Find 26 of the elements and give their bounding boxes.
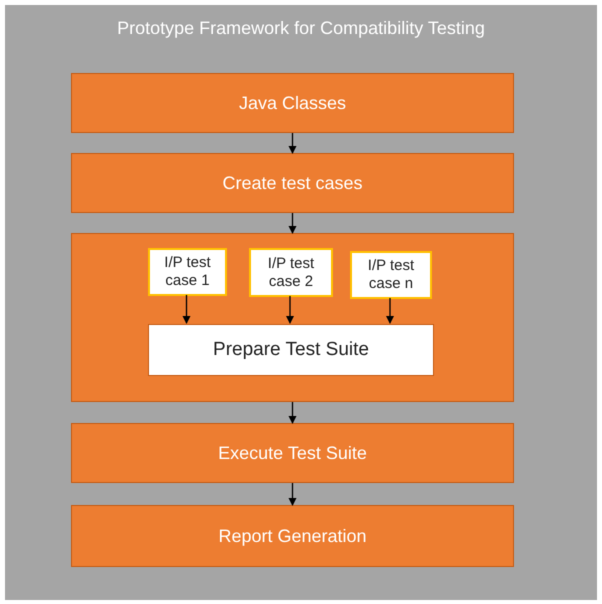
arrow [288,213,296,234]
box-label: Create test cases [222,172,363,194]
arrow [286,296,294,324]
box-label: I/P test case n [366,257,416,293]
process-box [71,153,514,213]
box-container [71,233,514,402]
input-box [350,251,432,299]
process-box [71,505,514,567]
box-label: Java Classes [238,92,346,114]
input-box [249,248,333,297]
box-label: I/P test case 2 [266,254,316,290]
process-box [71,73,514,133]
box-label: Report Generation [218,524,367,548]
process-box [71,423,514,483]
arrow [386,298,394,324]
arrow [182,295,190,324]
process-box [148,324,434,376]
arrow [288,483,296,506]
box-label: I/P test case 1 [163,254,212,290]
input-box [148,248,227,296]
diagram-panel [5,5,597,600]
box-label: Execute Test Suite [218,442,367,464]
arrow [288,133,296,154]
arrow [288,402,296,424]
panel-heading: Prototype Framework for Compatibility Testing [117,17,485,40]
box-label: Prepare Test Suite [213,338,369,362]
